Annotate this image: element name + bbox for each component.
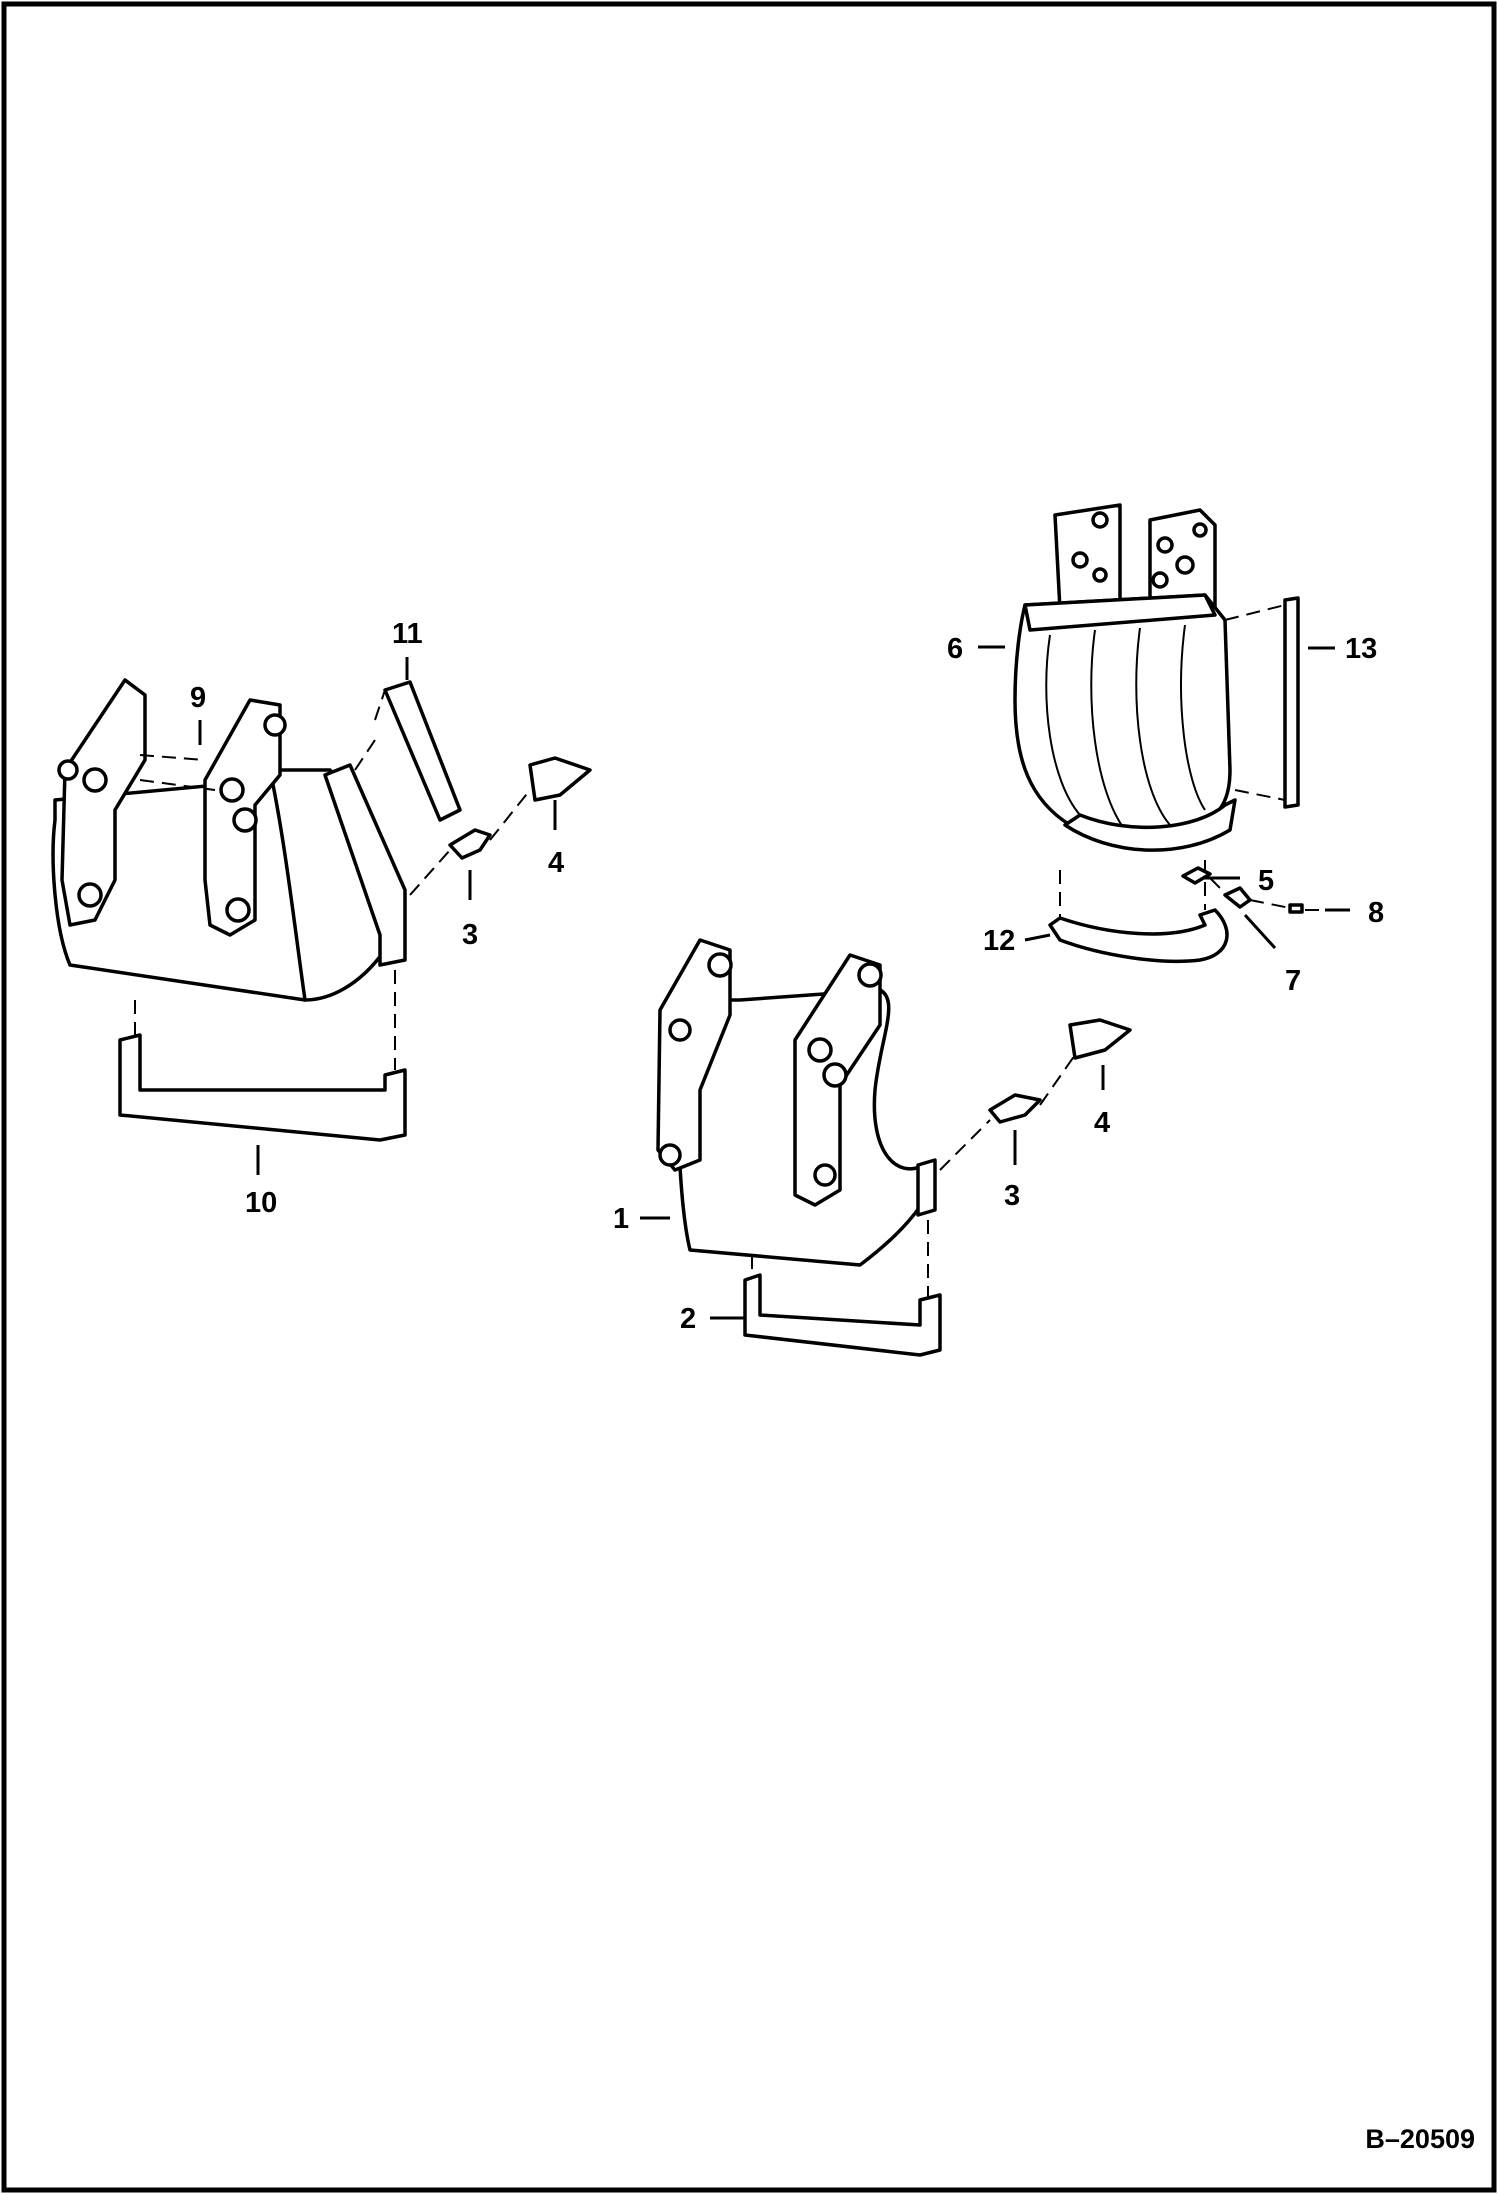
callout-4: 4 [548, 847, 564, 879]
bucket-edge-left [323, 763, 407, 967]
assembly-line [489, 789, 531, 841]
pin-hole [857, 962, 883, 988]
mount-plate-left-a [60, 678, 147, 927]
bucket-bottom-right [1063, 798, 1237, 852]
pin-hole [1091, 511, 1109, 529]
pin-hole [1071, 551, 1089, 569]
wear-strip-part-2 [743, 1273, 942, 1357]
bucket-rib [1090, 629, 1126, 831]
tooth-part-4 [528, 756, 592, 802]
pin-part-8 [1288, 903, 1304, 914]
tooth-part-7 [1223, 886, 1252, 909]
callout-1: 1 [613, 1203, 629, 1235]
assembly-line [1234, 789, 1286, 801]
pin-hole [57, 759, 79, 781]
pin-hole [1192, 522, 1208, 538]
pin-hole [658, 1143, 682, 1167]
assembly-line [1224, 604, 1286, 621]
pin-hole [1151, 571, 1169, 589]
bucket-lip-right [1023, 593, 1217, 632]
pin-hole [225, 897, 251, 923]
bucket-assembly-left [51, 678, 407, 1002]
callout-2: 2 [680, 1303, 696, 1335]
pin-hole [807, 1037, 833, 1063]
callout-3: 3 [1004, 1180, 1020, 1212]
tooth-adapter-part-3 [448, 828, 492, 860]
callout-13: 13 [1345, 633, 1377, 665]
side-cutter-part-11 [383, 680, 462, 822]
pin-hole [1092, 567, 1108, 583]
drawing-code: B–20509 [1365, 2124, 1475, 2154]
callout-8: 8 [1368, 897, 1384, 929]
pin-hole [82, 767, 108, 793]
bucket-assembly-right [1013, 503, 1237, 852]
assembly-line [139, 754, 206, 761]
pin-hole [232, 807, 258, 833]
wear-strip-part-12 [1048, 908, 1229, 964]
callout-5: 5 [1258, 865, 1274, 897]
callout-11: 11 [392, 618, 423, 650]
callout-12: 12 [983, 925, 1015, 957]
pin-hole [822, 1062, 848, 1088]
pin-hole [707, 952, 733, 978]
pin-hole [668, 1018, 692, 1042]
pin-hole [77, 882, 103, 908]
pin-hole [1156, 536, 1174, 554]
callout-7: 7 [1285, 965, 1301, 997]
leader-line [1243, 913, 1277, 950]
assembly-line [354, 739, 376, 771]
callout-10: 10 [245, 1187, 277, 1219]
callout-6: 6 [947, 633, 963, 665]
bucket-rib [1180, 624, 1206, 811]
pin-hole [813, 1163, 837, 1187]
assembly-line [409, 849, 451, 896]
pin-hole [263, 713, 287, 737]
assembly-line [1209, 877, 1226, 894]
callout-9: 9 [190, 682, 206, 714]
adapter-part-5 [1181, 866, 1212, 885]
assembly-line [139, 779, 216, 791]
bucket-rib [1045, 634, 1081, 816]
bucket-assembly-center [656, 938, 937, 1267]
wear-strip-part-10 [118, 1033, 407, 1142]
leader-line [1024, 933, 1051, 942]
assembly-line [1249, 899, 1291, 909]
pin-hole [219, 777, 245, 803]
callout-4: 4 [1094, 1107, 1110, 1139]
bucket-edge-center [916, 1158, 937, 1217]
tooth-part-4 [1068, 1018, 1132, 1060]
callout-3: 3 [462, 919, 478, 951]
assembly-line [374, 689, 386, 721]
assembly-line [939, 1119, 991, 1171]
pin-hole [1175, 555, 1195, 575]
tooth-adapter-part-3 [988, 1093, 1042, 1124]
bucket-rib [1135, 627, 1171, 826]
assembly-line [1039, 1054, 1076, 1106]
side-cutter-part-13 [1283, 596, 1300, 809]
